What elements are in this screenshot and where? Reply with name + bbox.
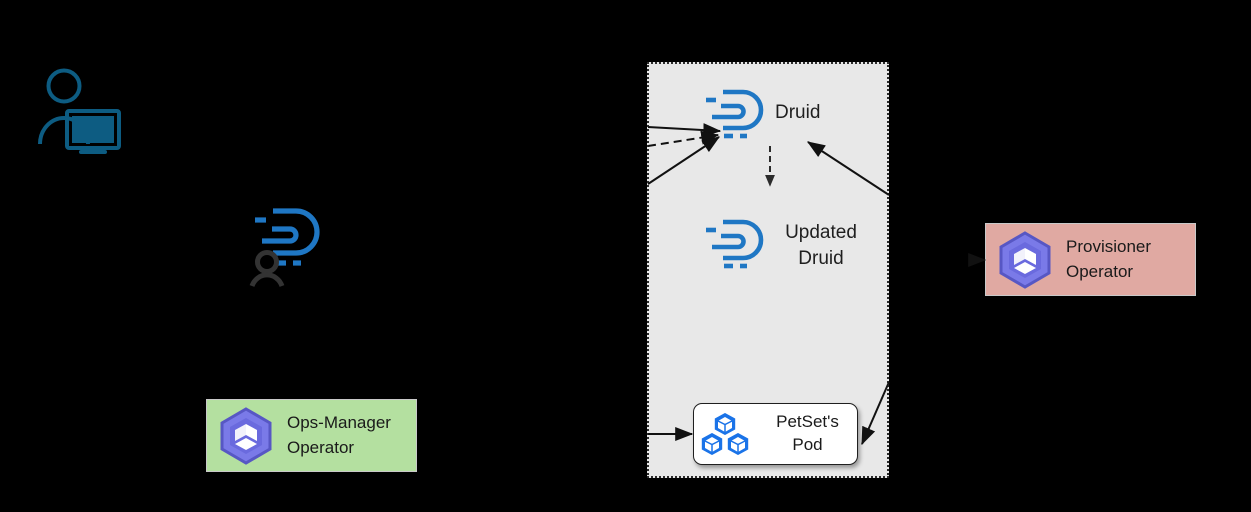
druid-user-icon-group (246, 200, 336, 287)
updated-druid-logo-icon (702, 218, 774, 270)
ops-manager-operator-label: Ops-Manager Operator (287, 413, 391, 457)
operator-hexagon-icon (996, 230, 1054, 289)
kubernetes-cubes-icon (700, 409, 751, 459)
petset-pod-label: PetSet's Pod (776, 412, 839, 454)
operator-hexagon-icon (217, 406, 275, 465)
provisioner-operator-label: Provisioner Operator (1066, 237, 1152, 281)
user-at-computer-icon (36, 68, 124, 154)
petset-pod-node[interactable]: PetSet's Pod (693, 403, 858, 465)
provisioner-operator-node[interactable]: Provisioner Operator (985, 223, 1196, 296)
druid-label: Druid (775, 102, 821, 123)
ops-manager-operator-node[interactable]: Ops-Manager Operator (206, 399, 417, 472)
druid-logo-icon (702, 88, 774, 140)
updated-druid-label: Updated Druid (785, 222, 857, 269)
